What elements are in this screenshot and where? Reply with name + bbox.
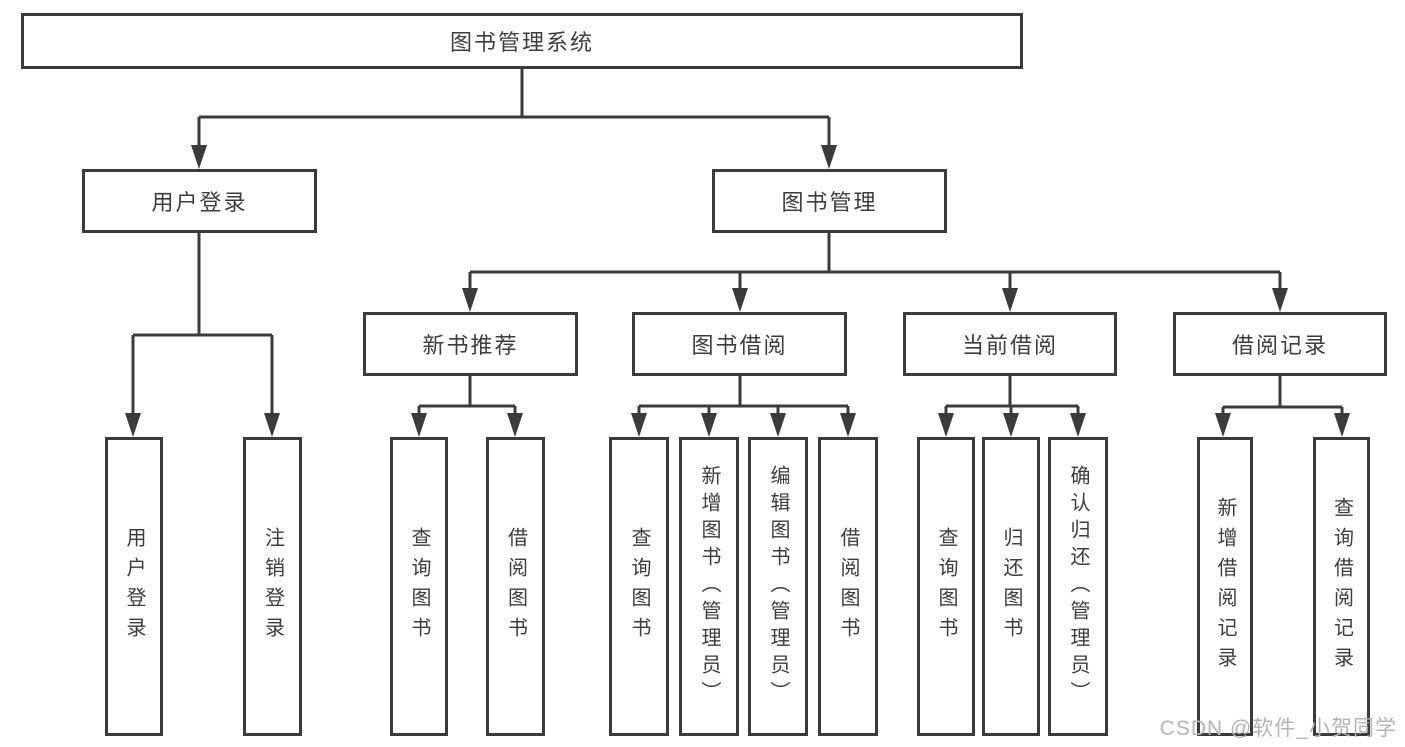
leaf-query-borrow-record: 查询借阅记录 [1313, 437, 1370, 736]
arrowheads [125, 145, 1350, 437]
leaf-label: 查询借阅记录 [1330, 496, 1353, 677]
node-book-borrowing: 图书借阅 [632, 312, 847, 376]
leaf-add-book-admin: 新增图书（管理员） [679, 437, 739, 736]
leaf-label: 用户登录 [123, 526, 145, 647]
leaf-label: 查询图书 [628, 526, 650, 647]
leaf-query-books-borrow: 查询图书 [609, 437, 669, 736]
leaf-borrow-books-recommend: 借阅图书 [486, 437, 545, 736]
leaf-confirm-return-admin: 确认归还（管理员） [1048, 437, 1108, 736]
leaf-label: 编辑图书（管理员） [767, 465, 789, 708]
leaf-edit-book-admin: 编辑图书（管理员） [748, 437, 808, 736]
leaf-label: 借阅图书 [504, 526, 527, 647]
node-borrowing-records: 借阅记录 [1173, 312, 1387, 376]
node-book-management: 图书管理 [712, 169, 947, 233]
leaf-label: 新增图书（管理员） [698, 465, 720, 708]
leaf-label: 查询图书 [935, 526, 957, 647]
leaf-logout: 注销登录 [243, 437, 302, 736]
leaf-label: 确认归还（管理员） [1067, 465, 1089, 708]
csdn-watermark: CSDN @软件_小贺同学 [1159, 717, 1397, 740]
node-current-borrowing: 当前借阅 [903, 312, 1117, 376]
leaf-user-login: 用户登录 [105, 437, 163, 736]
leaf-return-books: 归还图书 [982, 437, 1040, 736]
leaf-query-books-recommend: 查询图书 [390, 437, 448, 736]
leaf-label: 查询图书 [408, 526, 430, 647]
leaf-label: 借阅图书 [837, 526, 859, 647]
leaf-label: 归还图书 [1000, 526, 1022, 647]
leaf-label: 注销登录 [261, 526, 284, 647]
leaf-borrow-books: 借阅图书 [818, 437, 878, 736]
leaf-label: 新增借阅记录 [1214, 496, 1236, 677]
leaf-add-borrow-record: 新增借阅记录 [1197, 437, 1253, 736]
node-new-book-recommendation: 新书推荐 [363, 312, 578, 376]
leaf-query-books-current: 查询图书 [917, 437, 975, 736]
node-root-system: 图书管理系统 [21, 13, 1023, 69]
node-user-login: 用户登录 [82, 169, 317, 233]
